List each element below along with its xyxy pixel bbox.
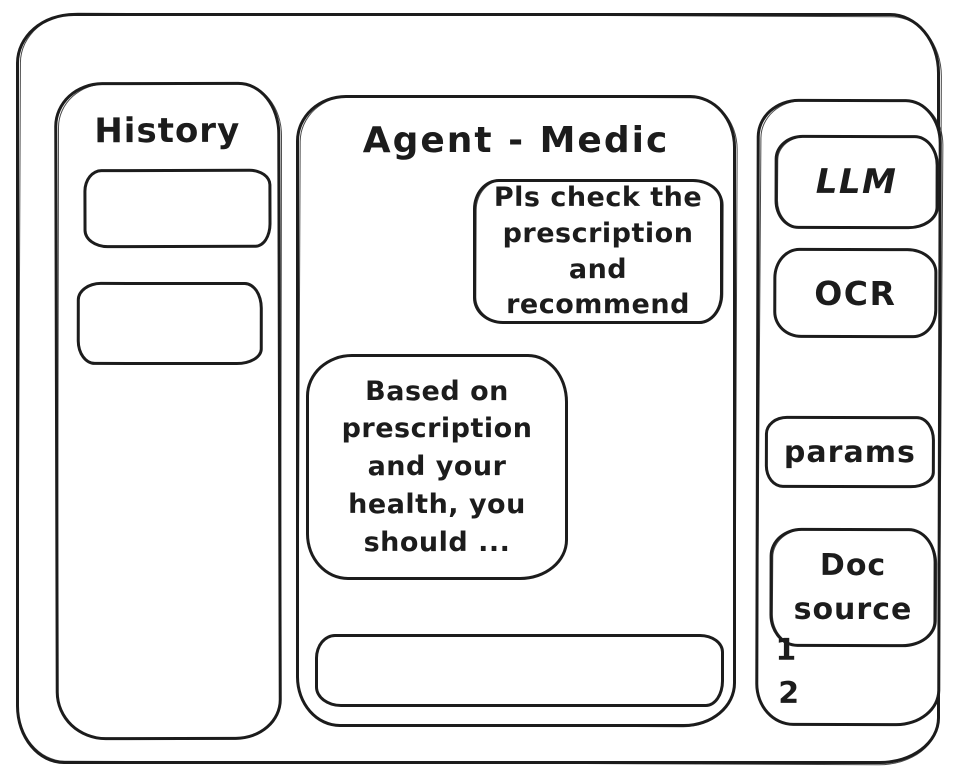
ocr-button[interactable]: OCR	[773, 247, 938, 339]
history-panel: History	[54, 81, 282, 741]
message-input[interactable]	[315, 634, 724, 707]
doc-source-button[interactable]: Doc source	[769, 527, 937, 648]
history-title: History	[94, 110, 241, 152]
app-window-frame: History Agent - Medic Pls check the pres…	[16, 13, 942, 764]
doc-source-item-2[interactable]: 2	[778, 675, 800, 711]
message-line: and recommend	[506, 253, 690, 321]
message-line: Pls check the	[493, 182, 703, 214]
user-message-bubble: Pls check the prescription and recommend	[473, 179, 723, 324]
message-line: health, you	[348, 488, 526, 520]
message-line: prescription	[341, 413, 533, 445]
message-line: should ...	[363, 526, 511, 558]
message-line: prescription	[502, 217, 694, 249]
message-line: and your	[367, 451, 507, 483]
doc-source-label-line: Doc	[819, 547, 887, 584]
chat-title: Agent - Medic	[362, 120, 670, 161]
doc-source-item-1[interactable]: 1	[775, 632, 797, 668]
llm-button[interactable]: LLM	[774, 134, 939, 230]
history-item[interactable]	[76, 281, 263, 366]
doc-source-label-line: source	[793, 591, 913, 627]
message-line: Based on	[365, 375, 509, 407]
history-item[interactable]	[83, 168, 272, 249]
params-button[interactable]: params	[764, 415, 935, 489]
chat-panel: Agent - Medic Pls check the prescription…	[296, 95, 736, 727]
tools-panel: LLM OCR params Doc source 1 2	[755, 98, 942, 727]
agent-message-bubble: Based on prescription and your health, y…	[306, 354, 568, 580]
